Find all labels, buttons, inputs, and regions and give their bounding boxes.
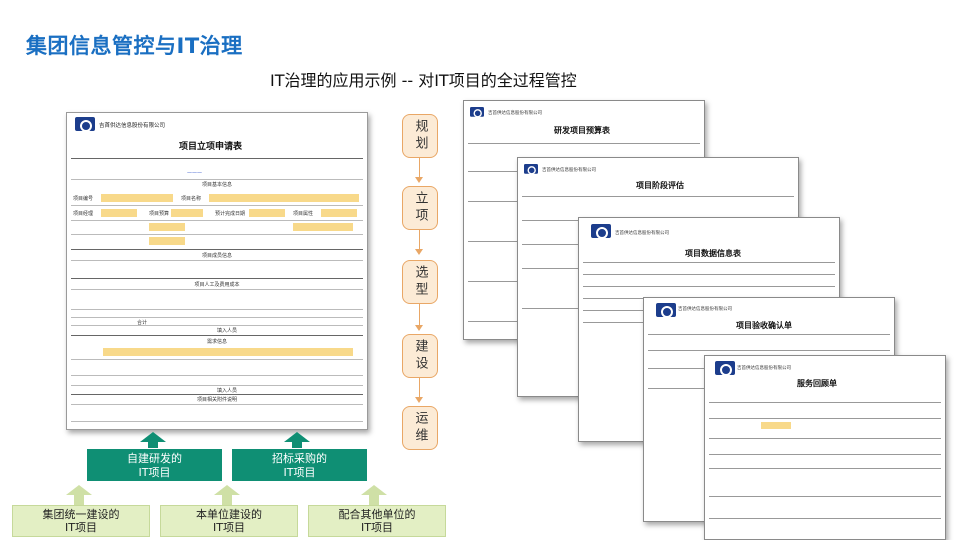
field-fill: [293, 223, 353, 231]
section-header: 项目成员信息: [201, 253, 232, 259]
field-fill: [249, 209, 285, 217]
document-service-review: 吉首供达信息股份有限公司 服务回顾单: [704, 355, 946, 540]
company-logo: [656, 303, 676, 318]
row-label: 合计: [137, 320, 148, 326]
company-logo: [470, 107, 484, 118]
flow-arrow: [415, 304, 423, 331]
doc-title: 项目验收确认单: [736, 321, 792, 330]
project-application-form: 吉首供达信息股份有限公司 项目立项申请表 ——— 项目基本信息 项目编号 项目名…: [66, 112, 368, 430]
form-divider: [71, 260, 363, 261]
company-logo: [75, 117, 95, 132]
field-label: 项目预算: [149, 211, 170, 217]
form-divider: [71, 421, 363, 422]
stage-plan: 规划: [402, 114, 438, 158]
field-fill: [209, 194, 359, 202]
section-header: 需求信息: [206, 339, 227, 345]
form-divider: [71, 359, 363, 360]
field-fill: [171, 209, 203, 217]
field-fill: [149, 237, 185, 245]
field-label: 项目经理: [73, 211, 94, 217]
doc-gridline: [583, 262, 835, 263]
doc-gridline: [522, 196, 794, 197]
doc-company: 吉首供达信息股份有限公司: [737, 366, 791, 371]
form-divider: [71, 404, 363, 405]
page-title: 集团信息管控与IT治理: [26, 34, 243, 58]
form-divider: [71, 309, 363, 310]
doc-title: 项目数据信息表: [685, 249, 741, 258]
field-label: 项目编号: [73, 196, 94, 202]
stage-build: 建设: [402, 334, 438, 378]
form-divider: [71, 220, 363, 221]
form-divider: [71, 394, 363, 395]
doc-company: 吉首供达信息股份有限公司: [678, 307, 732, 312]
field-fill: [321, 209, 357, 217]
doc-title: 研发项目预算表: [554, 126, 610, 135]
page-subtitle: IT治理的应用示例 -- 对IT项目的全过程管控: [270, 71, 577, 90]
doc-gridline: [468, 143, 700, 144]
stage-select: 选型: [402, 260, 438, 304]
section-header: 项目人工及费用成本: [194, 282, 240, 288]
doc-gridline: [648, 334, 890, 335]
doc-gridline: [709, 438, 941, 439]
form-divider: [71, 158, 363, 159]
field-fill: [101, 194, 173, 202]
doc-company: 吉首供达信息股份有限公司: [615, 231, 669, 236]
form-divider: [71, 289, 363, 290]
flow-arrow: [415, 378, 423, 403]
section-header: 项目相关附件说明: [196, 397, 237, 403]
company-logo: [591, 224, 611, 239]
category-own-unit: 本单位建设的 IT项目: [160, 505, 298, 537]
flow-arrow: [415, 158, 423, 183]
stage-initiate: 立项: [402, 186, 438, 230]
doc-gridline: [709, 418, 941, 419]
doc-company: 吉首供达信息股份有限公司: [488, 111, 542, 116]
category-cooperate-other: 配合其他单位的 IT项目: [308, 505, 446, 537]
stage-operate: 运维: [402, 406, 438, 450]
row-label: 填入人员: [217, 388, 238, 394]
doc-title: 服务回顾单: [797, 379, 837, 388]
row-label: 填入人员: [217, 328, 238, 334]
category-group-unified: 集团统一建设的 IT项目: [12, 505, 150, 537]
flow-arrow: [415, 230, 423, 255]
doc-company: 吉首供达信息股份有限公司: [542, 168, 596, 173]
company-logo: [524, 164, 538, 175]
form-divider: [71, 179, 363, 180]
field-fill: [761, 422, 791, 429]
doc-gridline: [648, 350, 890, 351]
form-divider: [71, 278, 363, 279]
form-company-name: 吉首供达信息股份有限公司: [99, 123, 166, 129]
doc-gridline: [583, 274, 835, 275]
form-divider: [71, 234, 363, 235]
field-fill: [103, 348, 353, 356]
field-label: 预计完成日期: [215, 211, 246, 217]
doc-gridline: [709, 518, 941, 519]
form-divider: [71, 385, 363, 386]
form-divider: [71, 375, 363, 376]
form-divider: [71, 317, 363, 318]
category-self-developed: 自建研发的 IT项目: [86, 448, 223, 482]
form-divider: [71, 335, 363, 336]
section-header: 项目基本信息: [201, 182, 232, 188]
form-title: 项目立项申请表: [179, 142, 243, 152]
doc-title: 项目阶段评估: [636, 181, 684, 190]
field-fill: [149, 223, 185, 231]
form-divider: [71, 249, 363, 250]
form-divider: [71, 205, 363, 206]
doc-gridline: [709, 454, 941, 455]
company-logo: [715, 361, 735, 376]
doc-gridline: [709, 402, 941, 403]
doc-gridline: [709, 496, 941, 497]
field-label: 项目名称: [181, 196, 202, 202]
form-divider: [71, 325, 363, 326]
category-tender-procured: 招标采购的 IT项目: [231, 448, 368, 482]
field-label: 项目属性: [293, 211, 314, 217]
doc-gridline: [709, 468, 941, 469]
doc-gridline: [583, 286, 835, 287]
form-text: ———: [187, 170, 202, 176]
field-fill: [101, 209, 137, 217]
